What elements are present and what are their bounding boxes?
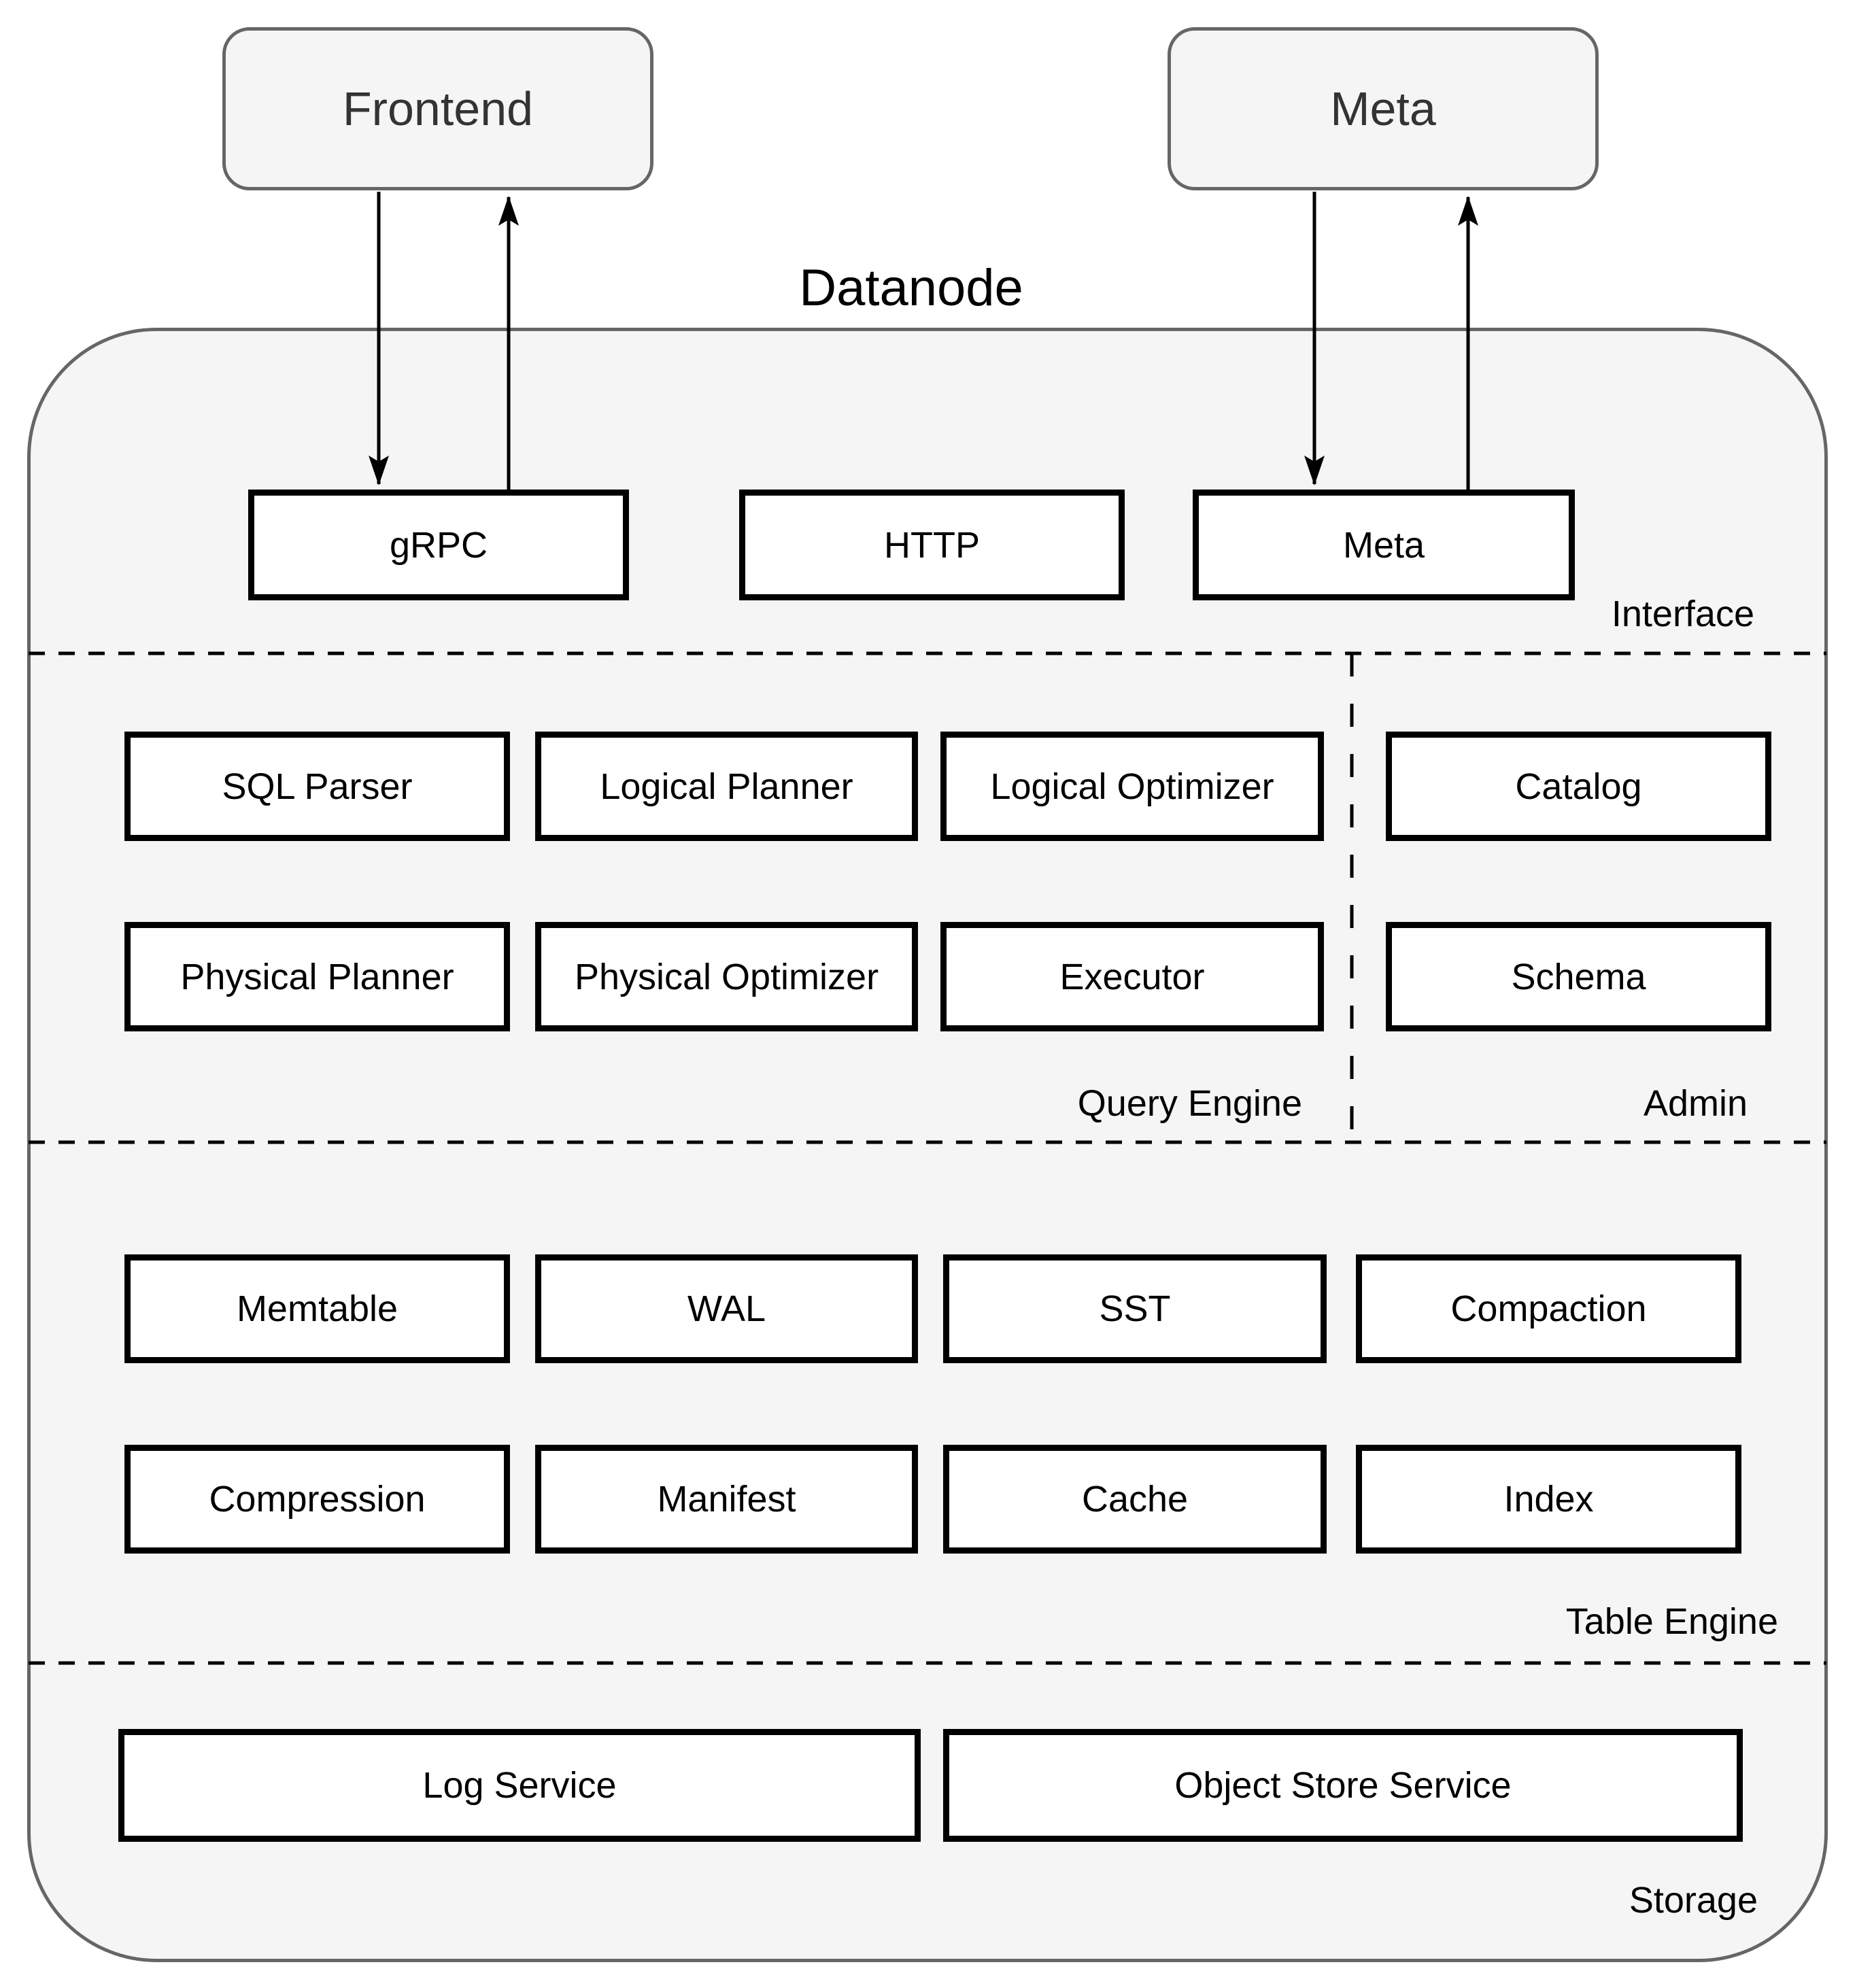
compaction-box: Compaction: [1356, 1254, 1741, 1363]
grpc-box: gRPC: [248, 490, 629, 600]
catalog-box: Catalog: [1386, 732, 1771, 841]
cache-box: Cache: [943, 1445, 1327, 1554]
sst-box: SST: [943, 1254, 1327, 1363]
manifest-box: Manifest: [535, 1445, 918, 1554]
index-box: Index: [1356, 1445, 1741, 1554]
log-service-box: Log Service: [118, 1729, 921, 1842]
table-engine-section-label: Table Engine: [1565, 1601, 1778, 1642]
meta-interface-box: Meta: [1193, 490, 1575, 600]
interface-section-label: Interface: [1611, 594, 1754, 634]
memtable-box: Memtable: [124, 1254, 510, 1363]
sql-parser-box: SQL Parser: [124, 732, 510, 841]
compression-box: Compression: [124, 1445, 510, 1554]
admin-section-label: Admin: [1643, 1083, 1748, 1124]
storage-section-label: Storage: [1629, 1880, 1758, 1921]
logical-planner-box: Logical Planner: [535, 732, 918, 841]
meta-node: Meta: [1168, 27, 1599, 190]
wal-box: WAL: [535, 1254, 918, 1363]
physical-planner-box: Physical Planner: [124, 922, 510, 1031]
schema-box: Schema: [1386, 922, 1771, 1031]
frontend-node: Frontend: [222, 27, 653, 190]
http-box: HTTP: [739, 490, 1125, 600]
physical-optimizer-box: Physical Optimizer: [535, 922, 918, 1031]
executor-box: Executor: [940, 922, 1324, 1031]
logical-optimizer-box: Logical Optimizer: [940, 732, 1324, 841]
query-engine-section-label: Query Engine: [1077, 1083, 1302, 1124]
diagram-title: Datanode: [799, 258, 1023, 317]
object-store-service-box: Object Store Service: [943, 1729, 1743, 1842]
